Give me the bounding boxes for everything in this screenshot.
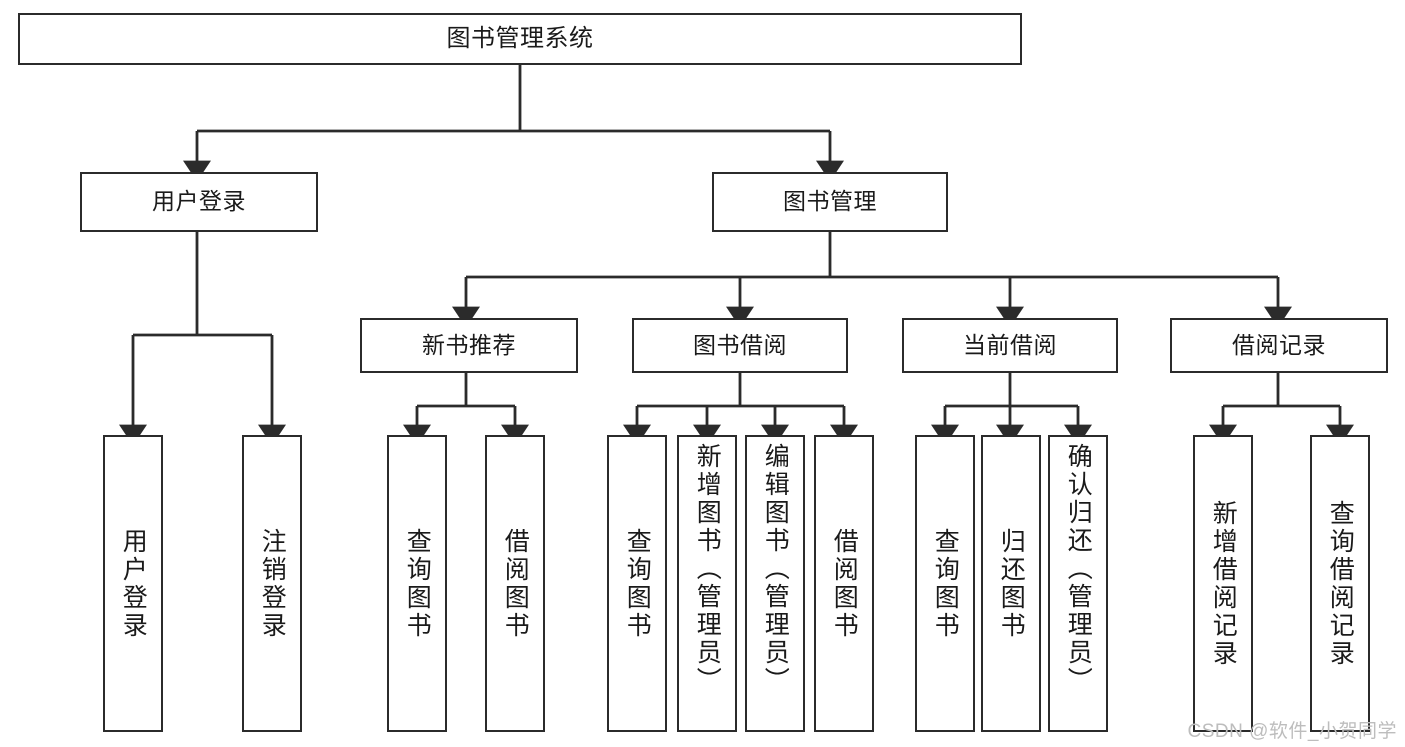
node-leaf-user-logout[interactable]: 注销登录 — [242, 435, 302, 732]
node-label: 注销登录 — [258, 527, 287, 640]
node-leaf-rec-query[interactable]: 查询图书 — [387, 435, 447, 732]
node-label: 用户登录 — [152, 188, 246, 215]
node-label: 编辑图书（管理员） — [761, 443, 790, 695]
node-leaf-cur-confirm[interactable]: 确认归还（管理员） — [1048, 435, 1108, 732]
node-book-manage[interactable]: 图书管理 — [712, 172, 948, 232]
node-leaf-borrow-query[interactable]: 查询图书 — [607, 435, 667, 732]
node-label: 查询图书 — [623, 527, 652, 640]
node-label: 借阅图书 — [501, 527, 530, 640]
node-label: 图书借阅 — [693, 331, 787, 358]
node-current-borrow[interactable]: 当前借阅 — [902, 318, 1118, 373]
node-leaf-rec-query2[interactable]: 查询借阅记录 — [1310, 435, 1370, 732]
node-label: 归还图书 — [997, 527, 1026, 640]
node-label: 新增借阅记录 — [1209, 499, 1238, 668]
node-label: 图书管理 — [783, 188, 877, 215]
node-leaf-cur-return[interactable]: 归还图书 — [981, 435, 1041, 732]
node-label: 用户登录 — [119, 527, 148, 640]
node-label: 确认归还（管理员） — [1064, 443, 1093, 695]
node-new-book-rec[interactable]: 新书推荐 — [360, 318, 578, 373]
node-leaf-rec-borrow[interactable]: 借阅图书 — [485, 435, 545, 732]
node-label: 借阅图书 — [830, 527, 859, 640]
watermark-text: CSDN @软件_小贺同学 — [1187, 721, 1397, 742]
node-leaf-cur-query[interactable]: 查询图书 — [915, 435, 975, 732]
node-label: 新书推荐 — [422, 331, 516, 358]
node-book-borrow[interactable]: 图书借阅 — [632, 318, 848, 373]
node-leaf-user-login[interactable]: 用户登录 — [103, 435, 163, 732]
node-leaf-borrow-do[interactable]: 借阅图书 — [814, 435, 874, 732]
node-label: 查询图书 — [403, 527, 432, 640]
node-root-system[interactable]: 图书管理系统 — [18, 13, 1022, 65]
node-label: 图书管理系统 — [446, 24, 594, 52]
node-label: 查询图书 — [931, 527, 960, 640]
node-label: 查询借阅记录 — [1326, 499, 1355, 668]
node-user-login[interactable]: 用户登录 — [80, 172, 318, 232]
node-label: 新增图书（管理员） — [693, 443, 722, 695]
node-label: 借阅记录 — [1232, 331, 1326, 358]
node-label: 当前借阅 — [963, 331, 1057, 358]
node-borrow-record[interactable]: 借阅记录 — [1170, 318, 1388, 373]
node-leaf-rec-add[interactable]: 新增借阅记录 — [1193, 435, 1253, 732]
node-leaf-borrow-edit[interactable]: 编辑图书（管理员） — [745, 435, 805, 732]
node-leaf-borrow-add[interactable]: 新增图书（管理员） — [677, 435, 737, 732]
